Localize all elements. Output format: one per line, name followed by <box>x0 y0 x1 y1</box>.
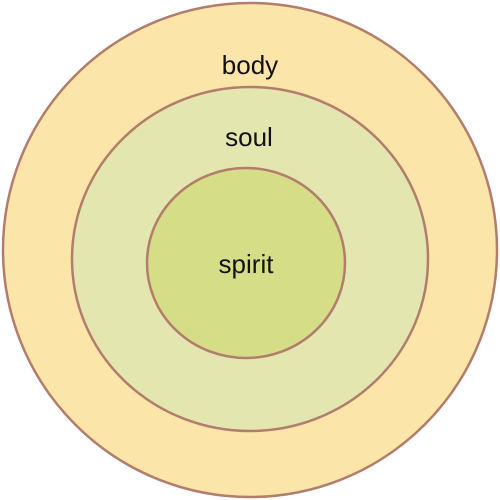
body-label: body <box>222 50 278 80</box>
soul-label: soul <box>225 122 273 152</box>
spirit-label: spirit <box>219 249 275 279</box>
spirit-circle <box>145 166 347 360</box>
